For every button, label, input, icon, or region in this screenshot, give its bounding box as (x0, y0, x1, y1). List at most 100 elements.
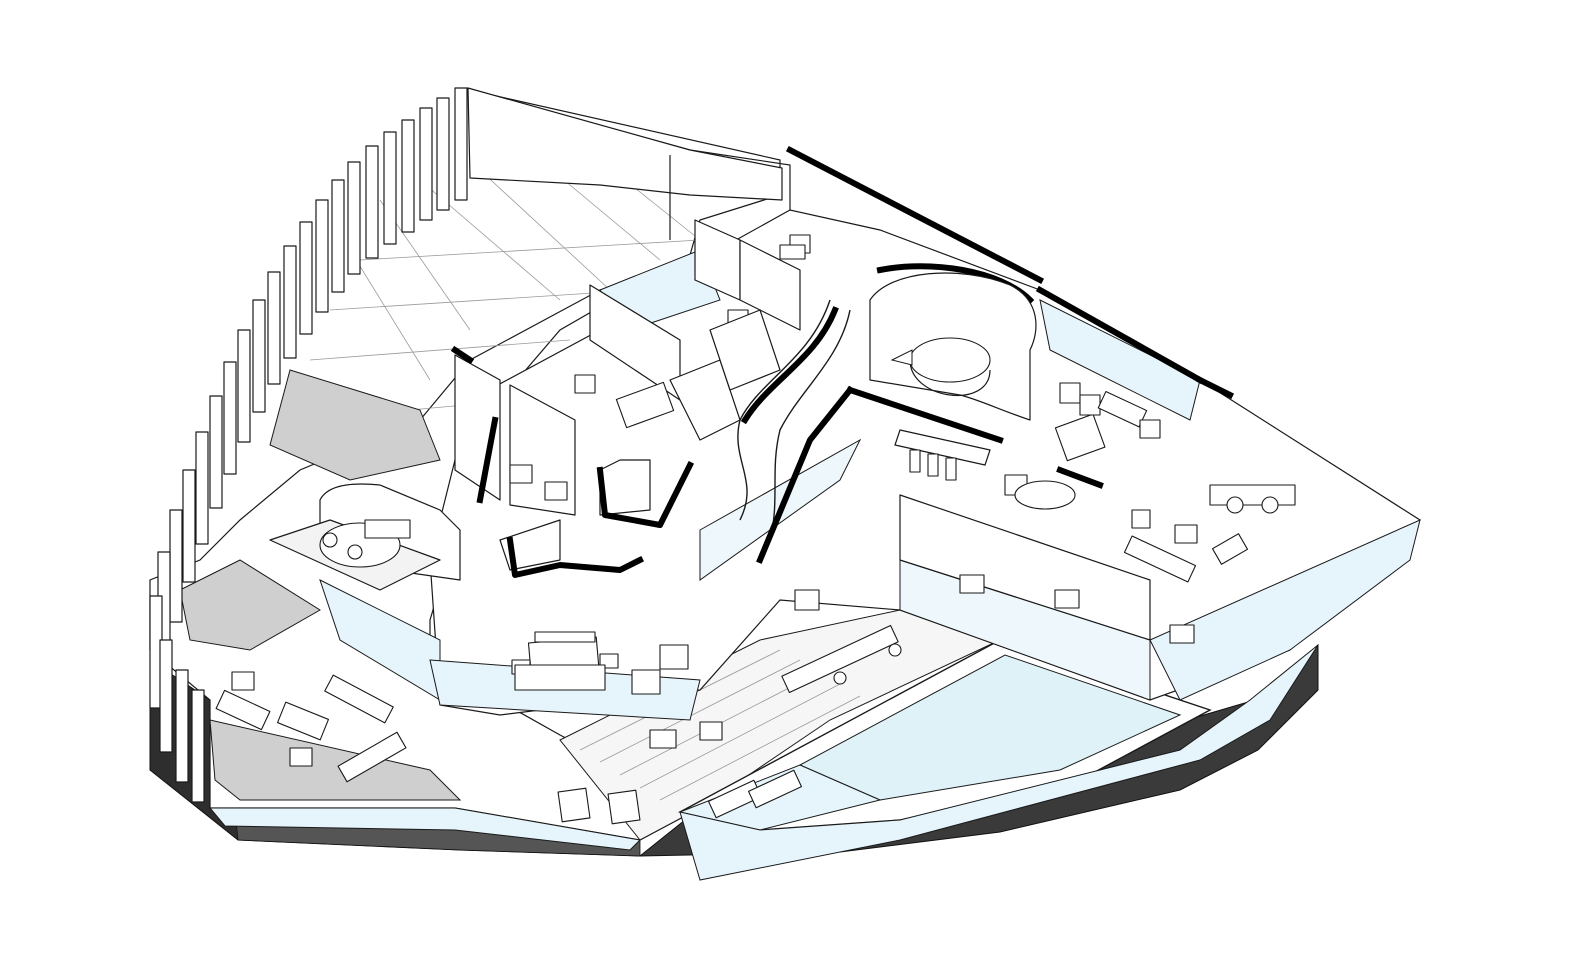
lounge-sofa (215, 689, 271, 731)
sun-lounger (747, 769, 803, 809)
fin (195, 431, 209, 545)
glass-balustrade (319, 249, 1421, 721)
armchair (959, 574, 985, 594)
lounge-seating (215, 671, 407, 783)
armchair (794, 589, 820, 611)
deck-slats (579, 649, 881, 813)
pod-stool (347, 544, 363, 560)
lower-interior (781, 494, 1195, 694)
bathroom-wall (709, 309, 781, 391)
fin (209, 395, 223, 509)
bedrooms (454, 219, 820, 749)
back-wall-panel (467, 87, 783, 201)
wall-cut (1056, 466, 1104, 489)
stair-pointer (890, 349, 913, 366)
fin (252, 299, 266, 413)
bathrooms (499, 244, 806, 571)
glass-edge-prow (679, 644, 1319, 881)
fin (383, 131, 397, 245)
bed (615, 381, 675, 429)
wall-cut (596, 460, 695, 528)
bedroom-wall-face (739, 239, 801, 331)
armchair (649, 729, 677, 749)
bar-stool (945, 457, 957, 481)
lounge-sofa (781, 624, 899, 694)
armchair (631, 669, 661, 695)
curved-corridor (737, 299, 851, 541)
bedroom-chair (509, 464, 533, 484)
bedroom-rug (514, 664, 606, 691)
bar-stool (927, 453, 939, 477)
gravel-strip-middle (179, 559, 321, 651)
armchair (1079, 394, 1101, 416)
lounge-sofa (1209, 484, 1296, 506)
armchair (231, 671, 255, 691)
perimeter-fins (149, 87, 468, 803)
stair-core-curve (909, 359, 991, 396)
lounge-sofa (1123, 535, 1197, 583)
armchair (1139, 419, 1161, 439)
outer-glass-edge (208, 644, 1319, 881)
round-rug (1014, 480, 1076, 510)
bedroom-chair (544, 481, 568, 501)
swimming-pool (678, 639, 1212, 831)
glass-panel-right (1149, 519, 1421, 701)
armchair (1174, 524, 1198, 544)
sun-lounger (607, 789, 641, 825)
fin (182, 469, 196, 583)
fin (347, 161, 361, 275)
fin (454, 87, 468, 201)
fin (365, 145, 379, 259)
wall-cut (740, 306, 839, 425)
side-table (1261, 496, 1279, 514)
lounge-sofa (324, 674, 394, 724)
fin (436, 97, 450, 211)
deck-floor (559, 609, 1002, 841)
glass-edge-front (208, 807, 642, 851)
coffee-table (277, 701, 329, 741)
armchair (699, 721, 723, 741)
wall-cut (846, 386, 1004, 444)
pod-stool (322, 532, 338, 548)
gravel-terrace (179, 369, 462, 801)
corridor-wall (769, 309, 851, 541)
fin (267, 271, 281, 385)
armchair (1131, 509, 1151, 529)
gravel-strip-lower (209, 719, 462, 801)
bar-counter-with-stools (894, 429, 991, 481)
armchair (1054, 589, 1080, 609)
slatted-deck (559, 609, 1002, 841)
vanity (779, 244, 806, 260)
coffee-table (1054, 413, 1106, 462)
back-wall (467, 87, 783, 240)
corridor-wall (737, 299, 831, 521)
lower-room-wall (899, 494, 1151, 641)
wall-cut (450, 345, 475, 365)
wall-cut (756, 385, 855, 564)
gravel-strip-upper (269, 369, 441, 481)
bar-stool (909, 449, 921, 473)
fin (419, 107, 433, 221)
fin (237, 329, 251, 443)
fin (401, 119, 415, 233)
armchair (1211, 533, 1249, 565)
bed-pillows (534, 631, 596, 643)
round-stair-core (869, 272, 1037, 421)
armchair (289, 747, 313, 767)
fin (331, 179, 345, 293)
curved-lounge-pod (269, 483, 461, 591)
fin (299, 221, 313, 335)
fin (169, 509, 183, 623)
side-table (1226, 496, 1244, 514)
wall-cut (506, 536, 645, 578)
wall-cut (1035, 285, 1205, 385)
side-table (888, 643, 902, 657)
fin (191, 689, 205, 803)
armchair (1169, 624, 1195, 644)
fin (175, 669, 189, 783)
sun-lounger (557, 787, 591, 823)
lounge-sofa (1097, 390, 1148, 428)
side-table (833, 671, 847, 685)
armchair (1059, 382, 1081, 404)
